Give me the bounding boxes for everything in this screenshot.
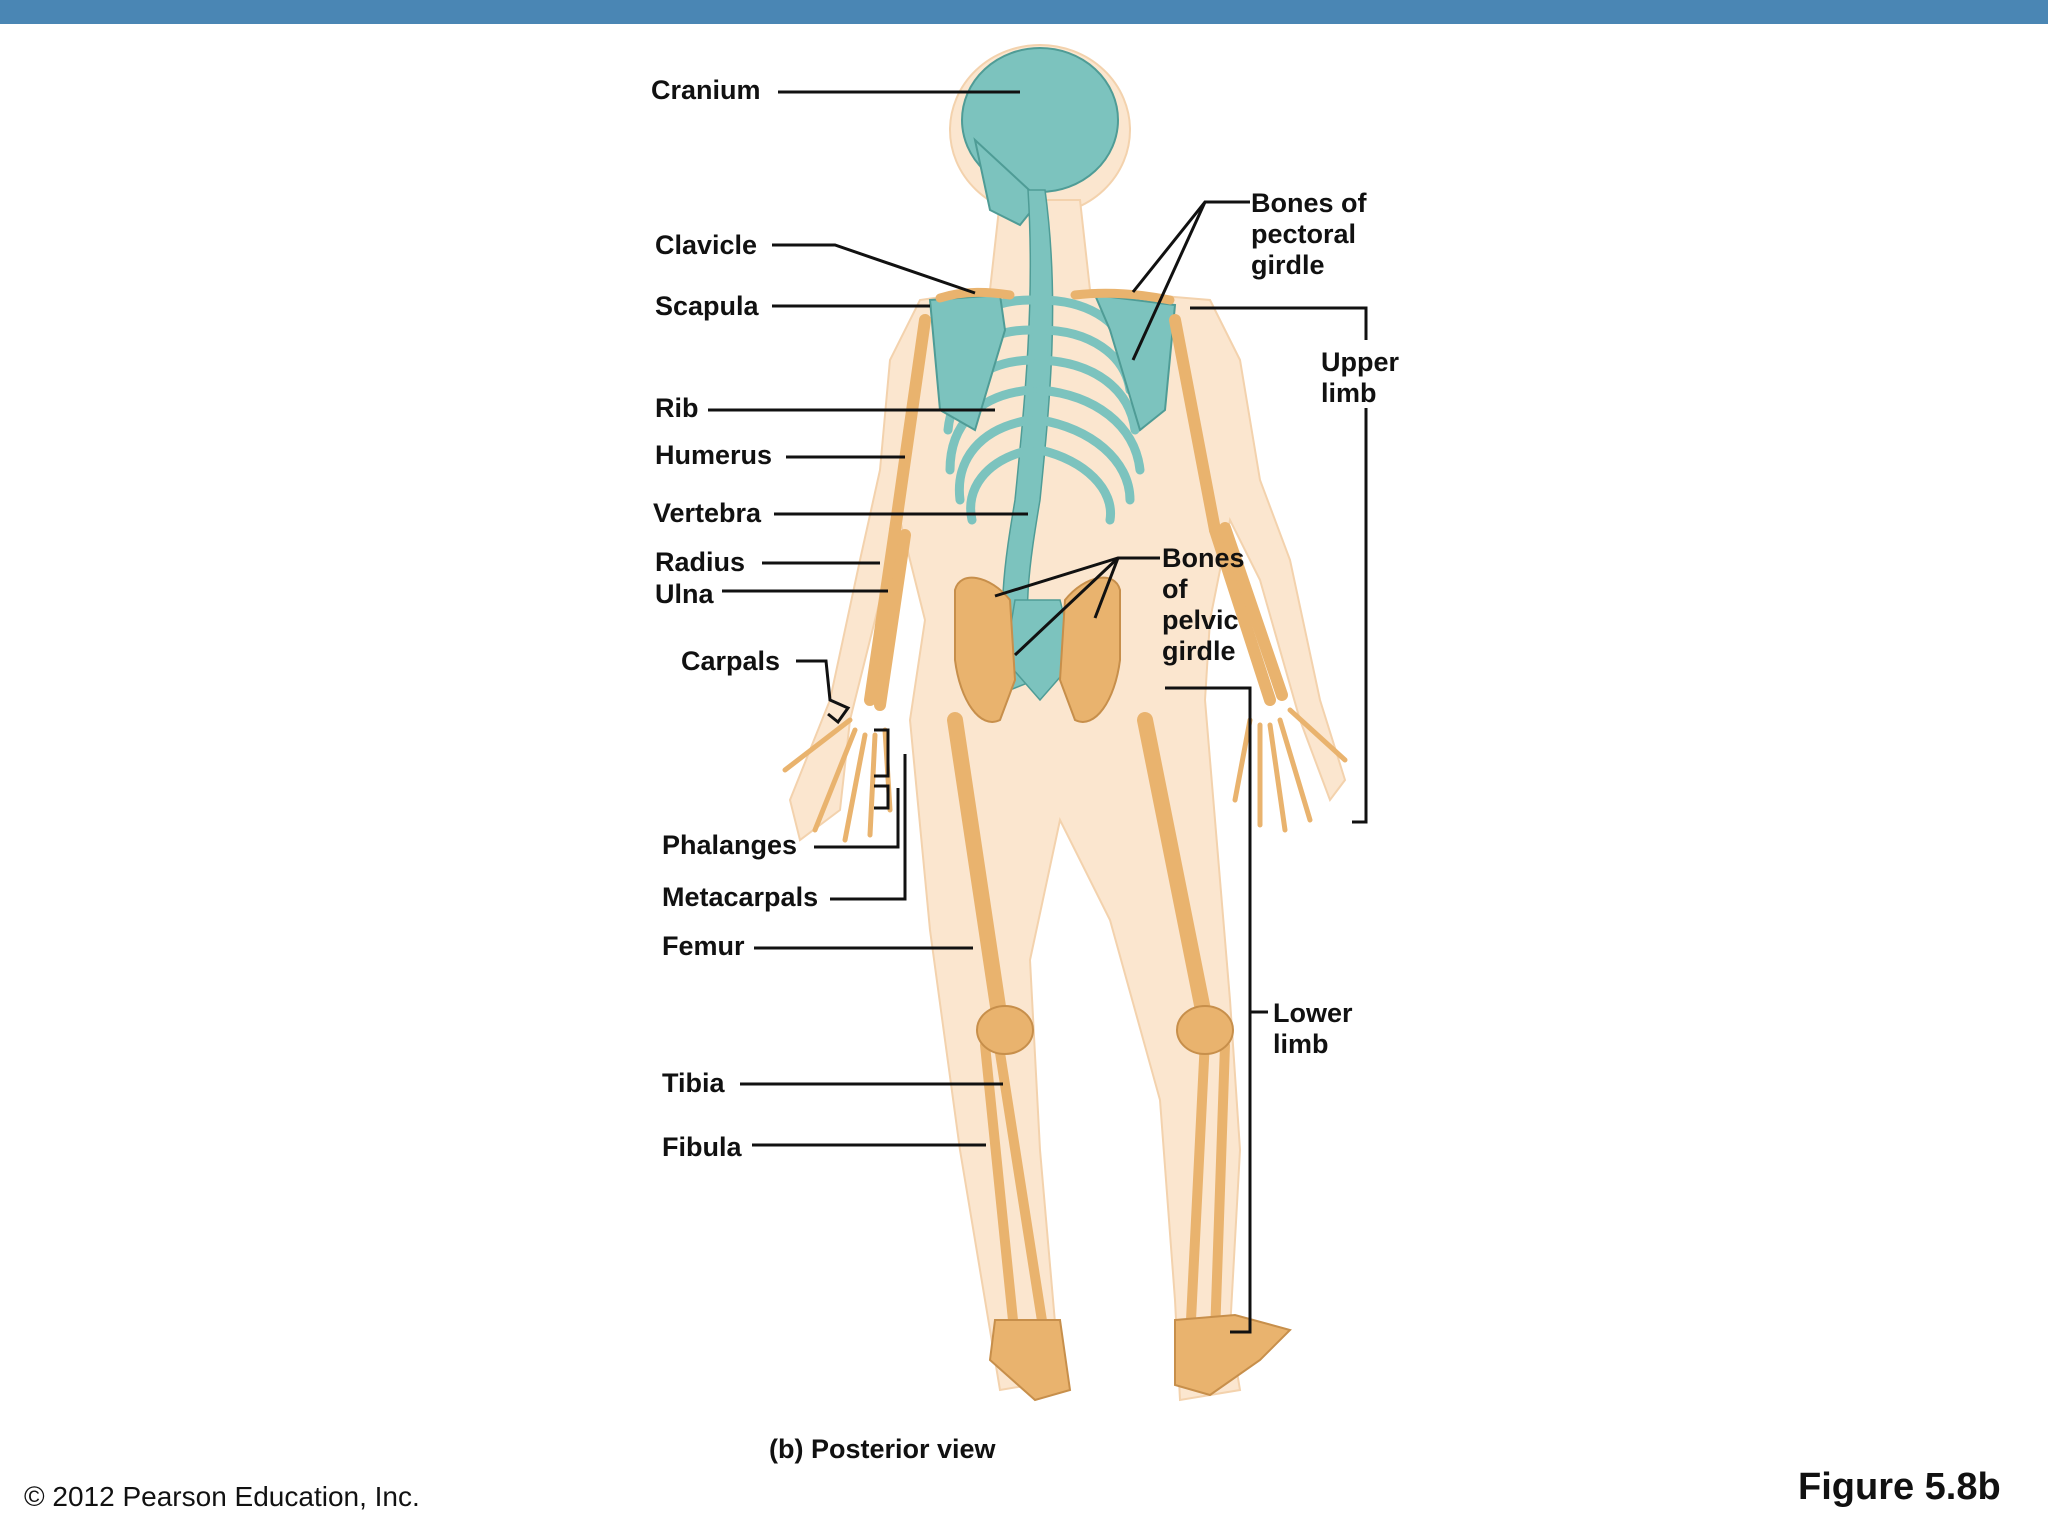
leg-bones: [947, 712, 1213, 1028]
label-lower-limb: Lower limb: [1273, 998, 1353, 1059]
leader-lines: [708, 90, 1368, 1334]
label-femur: Femur: [662, 931, 745, 961]
header-bar: [0, 0, 2048, 24]
scapulae: [928, 293, 1177, 432]
knees: [976, 1005, 1234, 1055]
label-tibia: Tibia: [662, 1068, 725, 1098]
figure-number: Figure 5.8b: [1798, 1466, 2001, 1508]
copyright-notice: © 2012 Pearson Education, Inc.: [24, 1481, 420, 1512]
pelvis: [954, 576, 1121, 723]
label-rib: Rib: [655, 393, 699, 423]
label-carpals: Carpals: [681, 646, 781, 676]
label-vertebra: Vertebra: [653, 498, 762, 528]
label-phalanges: Phalanges: [662, 830, 798, 860]
label-upper-limb: Upper limb: [1321, 347, 1400, 408]
label-bones-of-pelvic-girdle: Bones of pelvic girdle: [1162, 543, 1245, 666]
lower-leg-bones: [980, 1035, 1230, 1345]
figure-caption: (b) Posterior view: [769, 1434, 996, 1464]
label-clavicle: Clavicle: [655, 230, 758, 260]
hand-bones: [782, 707, 1348, 843]
label-ulna: Ulna: [655, 579, 714, 609]
label-cranium: Cranium: [651, 75, 761, 105]
feet: [988, 1313, 1292, 1402]
clavicles: [935, 287, 1175, 305]
label-bones-of-pectoral-girdle: Bones of pectoral girdle: [1251, 188, 1367, 280]
label-fibula: Fibula: [662, 1132, 742, 1162]
label-radius: Radius: [655, 547, 746, 577]
label-scapula: Scapula: [655, 291, 759, 321]
arm-bones: [864, 314, 1288, 711]
label-metacarpals: Metacarpals: [662, 882, 819, 912]
label-humerus: Humerus: [655, 440, 773, 470]
